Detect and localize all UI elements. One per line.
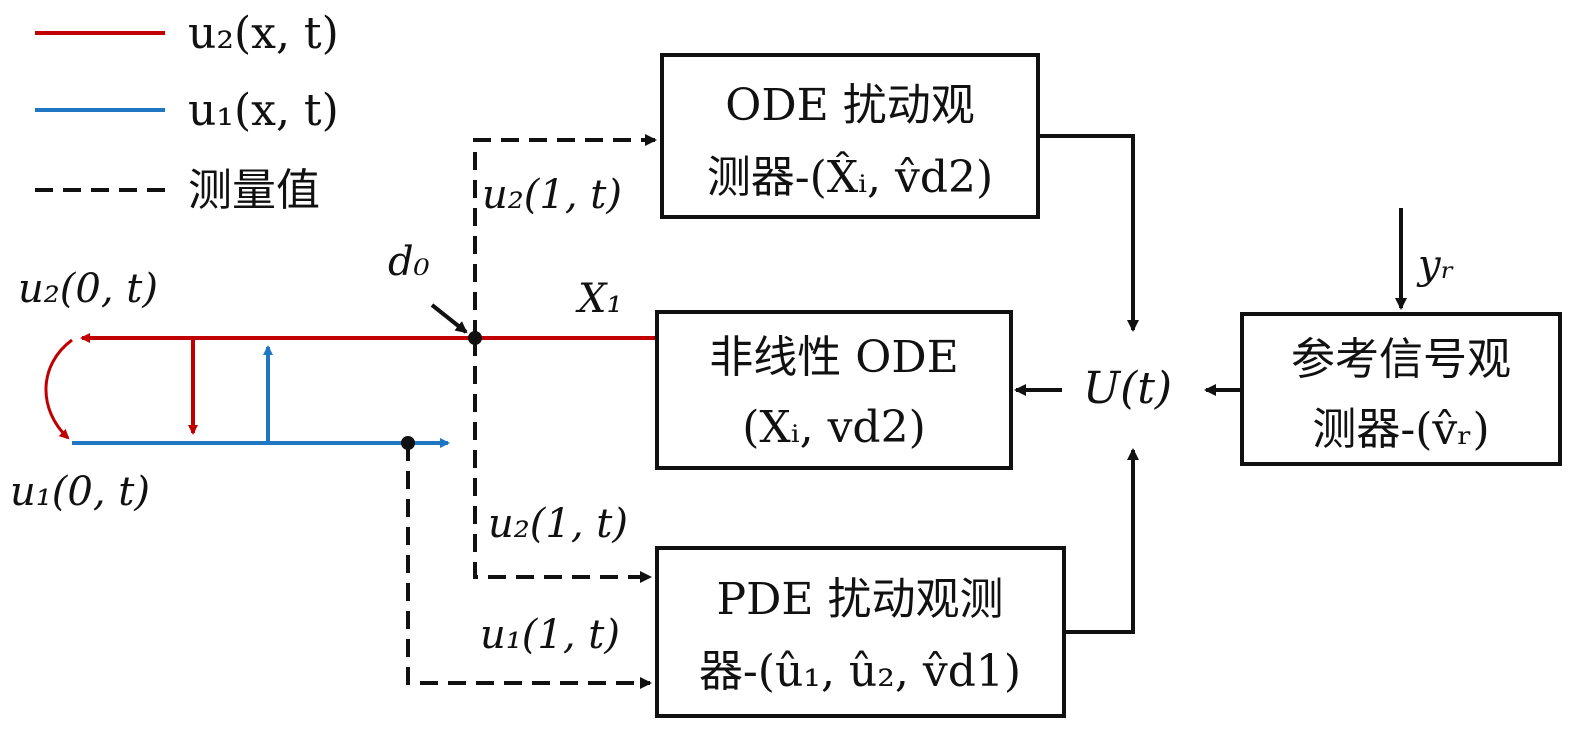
label-X1: X₁ [575, 276, 623, 322]
pde-observer-line1: PDE 扰动观测 [717, 574, 1004, 625]
legend-measure-label: 测量值 [188, 165, 320, 216]
reference-observer-line1: 参考信号观 [1291, 334, 1511, 385]
ode-observer-line2: 测器-(X̂ᵢ, v̂d2) [707, 150, 993, 203]
junction-dot-d0 [468, 331, 482, 345]
legend: u₂(x, t) u₁(x, t) 测量值 [35, 8, 339, 216]
u2-signal-path [44, 333, 655, 440]
ode-observer-line1: ODE 扰动观 [725, 80, 974, 131]
label-u2-left: u₂(0, t) [18, 266, 158, 312]
legend-u2-label: u₂(x, t) [188, 8, 339, 59]
reference-observer-line2: 测器-(v̂ᵣ) [1312, 404, 1489, 455]
d0-pointer [430, 303, 468, 334]
nonlinear-ode-line1: 非线性 ODE [709, 332, 958, 383]
label-u2-bottom-measure: u₂(1, t) [488, 501, 628, 547]
label-yr: yᵣ [1416, 242, 1454, 288]
label-u1-left: u₁(0, t) [10, 469, 150, 515]
nonlinear-ode-box: 非线性 ODE (Xᵢ, vd2) [655, 310, 1013, 470]
reference-observer-box: 参考信号观 测器-(v̂ᵣ) [1240, 312, 1562, 466]
control-paths [1014, 134, 1407, 634]
label-u1-bottom-measure: u₁(1, t) [480, 612, 620, 658]
label-U: U(t) [1083, 363, 1172, 414]
measurement-paths [406, 134, 657, 689]
nonlinear-ode-line2: (Xᵢ, vd2) [742, 402, 926, 453]
label-d0: d₀ [388, 239, 430, 285]
pde-observer-box: PDE 扰动观测 器-(û₁, û₂, v̂d1) [655, 546, 1066, 718]
label-u2-top-measure: u₂(1, t) [482, 172, 622, 218]
u1-signal-path [72, 345, 450, 448]
junction-dot-u1 [401, 436, 415, 450]
ode-observer-box: ODE 扰动观 测器-(X̂ᵢ, v̂d2) [660, 53, 1040, 219]
pde-observer-line2: 器-(û₁, û₂, v̂d1) [699, 646, 1021, 697]
legend-u1-label: u₁(x, t) [188, 85, 339, 136]
